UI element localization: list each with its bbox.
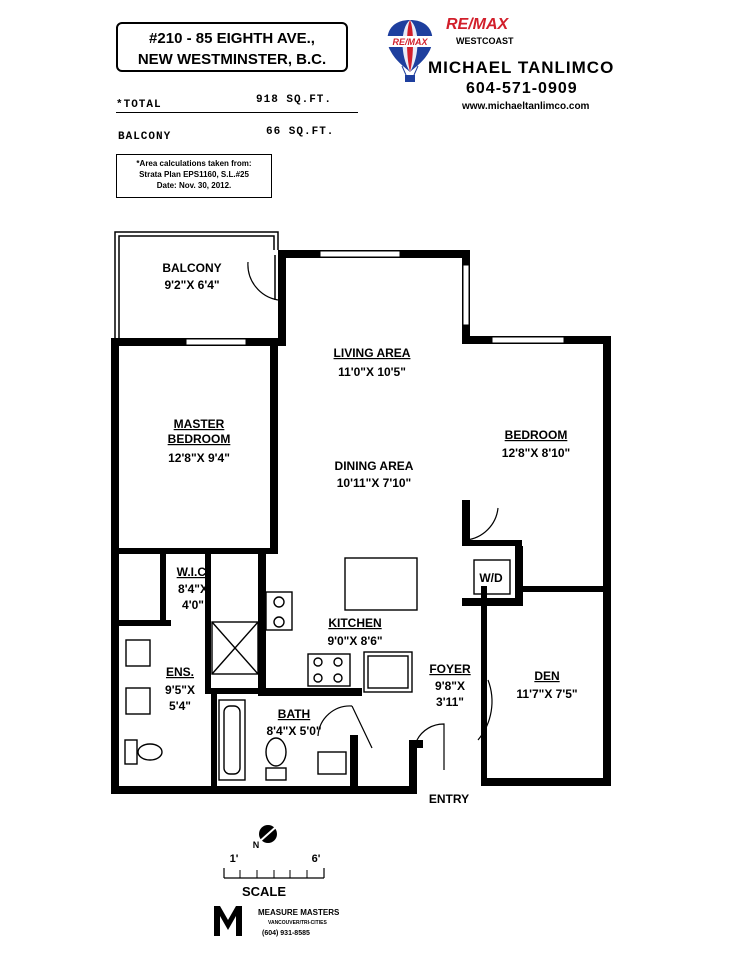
- scale-label: SCALE: [242, 884, 286, 899]
- windows: [185, 250, 565, 346]
- note-line-1: *Area calculations taken from:: [136, 159, 252, 168]
- foyer-size-1: 9'8"X: [435, 679, 465, 693]
- dining-area-size: 10'11"X 7'10": [337, 476, 411, 490]
- wic-name: W.I.C.: [177, 565, 210, 579]
- master-bedroom-size: 12'8"X 9'4": [168, 451, 230, 465]
- door-swings: [247, 261, 499, 770]
- foyer-name: FOYER: [429, 662, 471, 676]
- scale-tick-1: 1': [230, 853, 239, 865]
- scale-bar: 1' 6' SCALE: [223, 853, 325, 899]
- master-bedroom-name-line2: BEDROOM: [168, 432, 231, 446]
- bath-size: 8'4"X 5'0": [266, 724, 321, 738]
- balcony-room-name: BALCONY: [162, 261, 221, 275]
- den-size: 11'7"X 7'5": [516, 687, 577, 701]
- balcony-value: 66 SQ.FT.: [266, 126, 335, 138]
- scale-tick-6: 6': [312, 853, 321, 865]
- balcony-room-size: 9'2"X 6'4": [164, 278, 219, 292]
- north-label: N: [253, 840, 260, 850]
- master-bedroom-name-line1: MASTER: [174, 417, 225, 431]
- living-area-name: LIVING AREA: [334, 346, 411, 360]
- note-line-3: Date: Nov. 30, 2012.: [156, 181, 232, 190]
- kitchen-name: KITCHEN: [328, 616, 381, 630]
- bath-fixtures: [124, 559, 511, 781]
- address-box: #210 - 85 EIGHTH AVE., NEW WESTMINSTER, …: [116, 22, 348, 72]
- balloon-logo-text: RE/MAX: [392, 37, 428, 47]
- north-compass-icon: N: [253, 825, 278, 850]
- agent-website[interactable]: www.michaeltanlimco.com: [462, 101, 590, 112]
- footer-phone: (604) 931-8585: [262, 930, 310, 937]
- remax-office: WESTCOAST: [456, 36, 514, 46]
- total-area-row: *TOTAL 918 SQ.FT.: [116, 94, 358, 113]
- balloon-logo: RE/MAX: [386, 20, 434, 82]
- den-name: DEN: [534, 669, 559, 683]
- wic-size-2: 4'0": [182, 598, 204, 612]
- entry-label: ENTRY: [429, 792, 469, 806]
- ensuite-size-2: 5'4": [169, 699, 191, 713]
- washer-dryer-label: W/D: [479, 571, 503, 585]
- dining-area-name: DINING AREA: [335, 459, 414, 473]
- foyer-size-2: 3'11": [436, 695, 464, 709]
- kitchen-fixtures: [265, 557, 418, 693]
- address-line-2: NEW WESTMINSTER, B.C.: [137, 51, 327, 68]
- bedroom-name: BEDROOM: [505, 428, 568, 442]
- living-area-size: 11'0"X 10'5": [338, 365, 406, 379]
- address-line-1: #210 - 85 EIGHTH AVE.,: [149, 30, 315, 47]
- area-note-box: *Area calculations taken from: Strata Pl…: [116, 154, 272, 198]
- footer-brand: MEASURE MASTERS: [258, 908, 340, 917]
- agent-phone: 604-571-0909: [466, 80, 578, 97]
- balcony-area-row: BALCONY 66 SQ.FT.: [118, 126, 360, 144]
- bedroom-size: 12'8"X 8'10": [502, 446, 570, 460]
- agent-name: MICHAEL TANLIMCO: [428, 58, 615, 77]
- total-label: *TOTAL: [116, 99, 162, 111]
- total-value: 918 SQ.FT.: [256, 94, 333, 106]
- balcony-label: BALCONY: [118, 131, 172, 143]
- ensuite-name: ENS.: [166, 665, 194, 679]
- bath-name: BATH: [278, 707, 310, 721]
- remax-brand: RE/MAX: [446, 16, 509, 33]
- wic-size-1: 8'4"X: [178, 582, 208, 596]
- note-line-2: Strata Plan EPS1160, S.L.#25: [139, 170, 249, 179]
- ensuite-size-1: 9'5"X: [165, 683, 195, 697]
- footer-sub: VANCOUVER/TRI-CITIES: [268, 920, 327, 926]
- kitchen-size: 9'0"X 8'6": [327, 634, 382, 648]
- balcony-outline: [114, 231, 279, 338]
- measure-masters-logo: MEASURE MASTERS VANCOUVER/TRI-CITIES (60…: [214, 906, 340, 937]
